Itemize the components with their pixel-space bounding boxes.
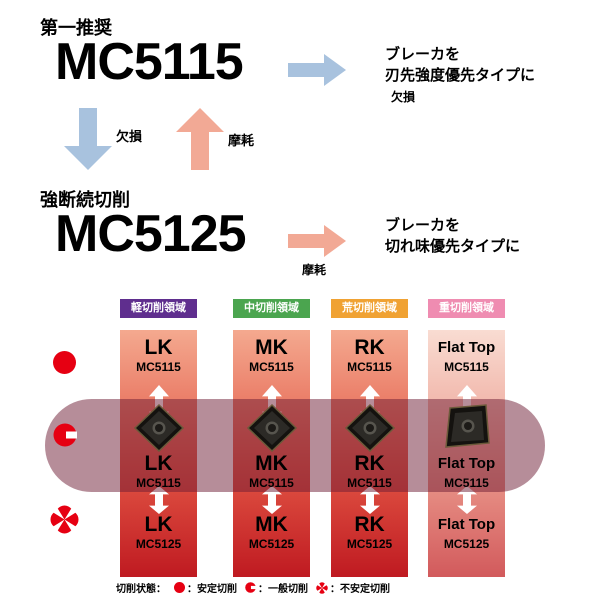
breaker-name: LK: [144, 452, 173, 475]
matrix-cell: MK MC5125: [229, 513, 314, 551]
down-arrow-label: 欠損: [116, 129, 143, 144]
breaker-name: RK: [354, 336, 385, 359]
matrix-cell: MK MC5115: [229, 452, 314, 490]
legend-general-label: ：一般切削: [258, 584, 308, 595]
breaker-name: MK: [255, 336, 288, 359]
general-cutting-icon: [53, 423, 77, 447]
breaker-name: Flat Top: [437, 516, 496, 533]
vertical-double-arrow-icon: [148, 486, 169, 514]
breaker-name: RK: [354, 513, 385, 536]
unstable-cutting-icon: [50, 505, 79, 534]
grade-name: MC5115: [249, 476, 294, 490]
matrix-cell: Flat Top MC5115: [424, 452, 509, 490]
vertical-double-arrow-icon: [359, 486, 380, 514]
matrix-cell: Flat Top MC5115: [424, 336, 509, 374]
secondary-arrow-caption: 摩耗: [302, 263, 327, 277]
legend-unstable-label: ：不安定切削: [330, 584, 390, 595]
interrupted-cutting-label: 強断続切削: [40, 190, 130, 210]
matrix-column-heavy-cutting: 重切削領域 Flat Top MC5115 Flat Top MC5115 Fl…: [428, 299, 505, 577]
grade-name: MC5115: [347, 360, 392, 374]
insert-photo-icon: [442, 403, 492, 451]
legend-title: 切削状態：: [116, 584, 166, 595]
up-arrow-salmon-icon: [176, 108, 224, 170]
right-arrow-salmon-icon: [288, 224, 346, 258]
matrix-cell: LK MC5115: [116, 452, 201, 490]
breaker-name: LK: [144, 336, 173, 359]
column-header: 中切削領域: [233, 299, 310, 318]
matrix-column-rough-cutting: 荒切削領域 RK MC5115 RK MC5115 RK MC5125: [331, 299, 408, 577]
grade-name: MC5125: [248, 537, 295, 551]
matrix-cell: RK MC5115: [327, 452, 412, 490]
primary-result-line2: 刃先強度優先タイプに: [385, 67, 536, 84]
grade-name: MC5115: [444, 360, 489, 374]
primary-result-text: ブレーカを 刃先強度優先タイプに: [385, 44, 535, 86]
insert-photo-icon: [344, 403, 396, 453]
general-cutting-icon: [245, 582, 256, 593]
legend-item-general: ：一般切削: [245, 580, 308, 595]
stable-cutting-icon: [53, 351, 76, 374]
column-header: 軽切削領域: [120, 299, 197, 318]
matrix-cell: MK MC5115: [229, 336, 314, 374]
grade-name: MC5125: [346, 537, 393, 551]
breaker-name: RK: [354, 452, 385, 475]
primary-result-line1: ブレーカを: [385, 46, 461, 63]
insert-photo-icon: [133, 403, 185, 453]
grade-name: MC5115: [347, 476, 392, 490]
grade-name: MC5115: [444, 476, 489, 490]
secondary-result-line2: 切れ味優先タイプに: [385, 238, 521, 255]
secondary-grade-title: MC5125: [55, 205, 247, 263]
up-arrow-label: 摩耗: [228, 133, 255, 148]
matrix-cell: Flat Top MC5125: [424, 513, 509, 551]
right-arrow-blue-icon: [288, 53, 346, 87]
matrix-cell: LK MC5115: [116, 336, 201, 374]
grade-name: MC5115: [249, 360, 294, 374]
grade-name: MC5115: [136, 476, 181, 490]
column-header: 重切削領域: [428, 299, 505, 318]
column-header: 荒切削領域: [331, 299, 408, 318]
primary-grade-title: MC5115: [55, 33, 244, 91]
secondary-result-line1: ブレーカを: [385, 217, 461, 234]
primary-recommendation-label: 第一推奨: [40, 18, 112, 38]
vertical-double-arrow-icon: [456, 486, 477, 514]
vertical-double-arrow-icon: [261, 486, 282, 514]
primary-arrow-caption: 欠損: [391, 90, 416, 104]
breaker-name: MK: [255, 452, 288, 475]
stable-cutting-icon: [174, 582, 185, 593]
grade-name: MC5125: [135, 537, 182, 551]
insert-photo-icon: [246, 403, 298, 453]
secondary-result-text: ブレーカを 切れ味優先タイプに: [385, 215, 520, 257]
legend-item-stable: ：安定切削: [174, 580, 237, 595]
breaker-name: MK: [255, 513, 288, 536]
breaker-name: Flat Top: [437, 339, 496, 356]
grade-name: MC5115: [136, 360, 181, 374]
grade-name: MC5125: [443, 537, 490, 551]
matrix-cell: RK MC5115: [327, 336, 412, 374]
legend-stable-label: ：安定切削: [187, 584, 237, 595]
legend-item-unstable: ：不安定切削: [316, 580, 390, 595]
matrix-column-light-cutting: 軽切削領域 LK MC5115 LK MC5115 LK MC5125: [120, 299, 197, 577]
matrix-cell: RK MC5125: [327, 513, 412, 551]
matrix-column-medium-cutting: 中切削領域 MK MC5115 MK MC5115 MK MC5125: [233, 299, 310, 577]
unstable-cutting-icon: [316, 581, 328, 594]
breaker-name: Flat Top: [437, 455, 496, 472]
matrix-cell: LK MC5125: [116, 513, 201, 551]
cutting-state-legend: 切削状態： ：安定切削 ：一般切削 ：不安定切削: [116, 580, 390, 595]
breaker-name: LK: [144, 513, 173, 536]
down-arrow-blue-icon: [64, 108, 112, 170]
